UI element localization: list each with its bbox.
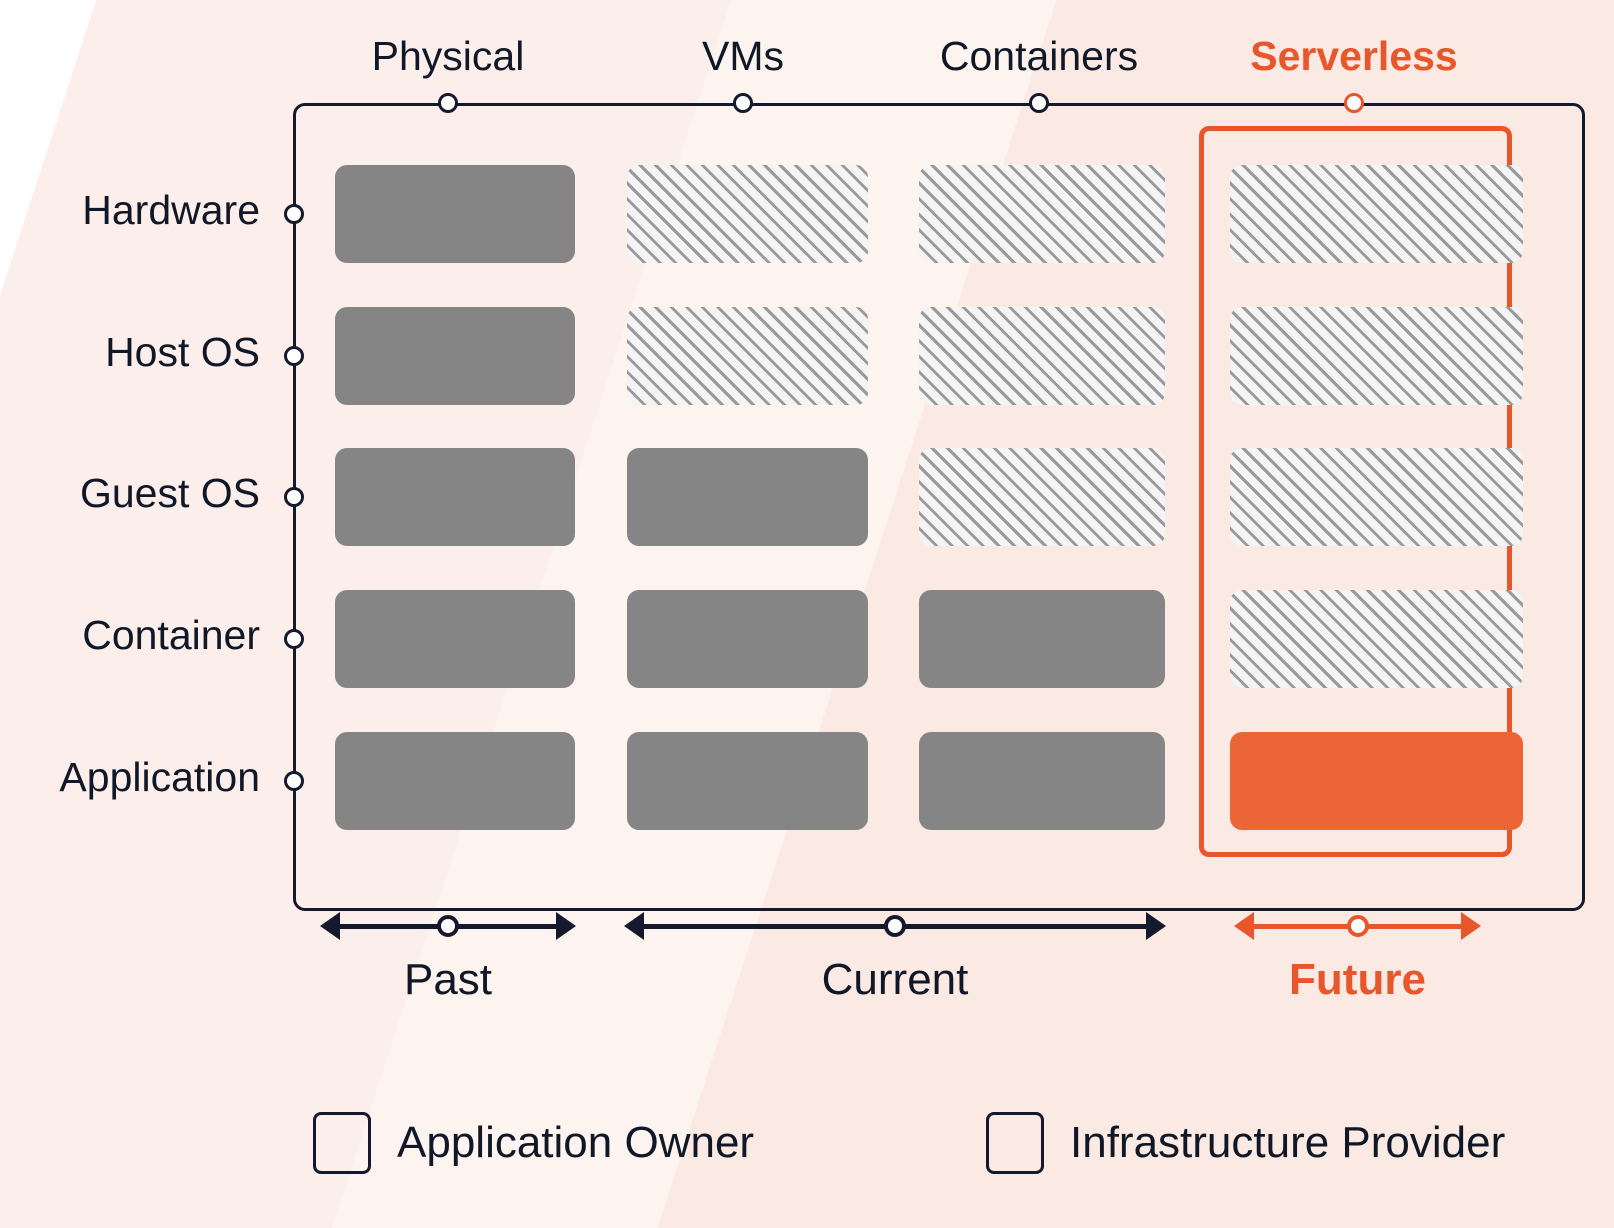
row-label-container[interactable]: Container xyxy=(82,612,260,658)
row-label-hardware[interactable]: Hardware xyxy=(82,187,260,233)
row-label-host-os[interactable]: Host OS xyxy=(105,329,260,375)
arrow-head-left-icon xyxy=(624,912,644,940)
node-marker-column xyxy=(733,93,753,113)
matrix-cell-guest-os-physical[interactable] xyxy=(335,448,575,546)
matrix-cell-application-vms[interactable] xyxy=(627,732,868,830)
timeline-arrow-current xyxy=(624,906,1166,946)
legend-label: Infrastructure Provider xyxy=(1070,1118,1506,1167)
matrix-cell-host-os-physical[interactable] xyxy=(335,307,575,405)
matrix-frame xyxy=(293,103,1585,911)
row-label-application[interactable]: Application xyxy=(59,754,260,800)
node-marker-column xyxy=(438,93,458,113)
matrix-cell-hardware-vms[interactable] xyxy=(627,165,868,263)
node-marker-column xyxy=(1029,93,1049,113)
timeline-arrow-past xyxy=(320,906,576,946)
node-marker-row xyxy=(284,771,304,791)
row-label-guest-os[interactable]: Guest OS xyxy=(79,470,260,516)
column-header-serverless[interactable]: Serverless xyxy=(1250,33,1458,79)
matrix-cell-container-serverless[interactable] xyxy=(1230,590,1523,688)
matrix-cell-application-serverless[interactable] xyxy=(1230,732,1523,830)
matrix-cell-guest-os-containers[interactable] xyxy=(919,448,1165,546)
timeline-label-past[interactable]: Past xyxy=(403,955,493,1004)
matrix-cell-host-os-vms[interactable] xyxy=(627,307,868,405)
column-header-physical[interactable]: Physical xyxy=(371,33,525,79)
arrow-head-right-icon xyxy=(1146,912,1166,940)
timeline-arrow-future xyxy=(1234,906,1481,946)
matrix-cell-host-os-containers[interactable] xyxy=(919,307,1165,405)
timeline-node-marker xyxy=(437,915,459,937)
legend-item-owner[interactable]: Application Owner xyxy=(313,1112,754,1174)
matrix-cell-container-containers[interactable] xyxy=(919,590,1165,688)
column-header-vms[interactable]: VMs xyxy=(702,33,784,79)
arrow-head-left-icon xyxy=(1234,912,1254,940)
matrix-cell-guest-os-serverless[interactable] xyxy=(1230,448,1523,546)
column-header-containers[interactable]: Containers xyxy=(939,33,1139,79)
legend-item-infra[interactable]: Infrastructure Provider xyxy=(986,1112,1505,1174)
matrix-cell-container-physical[interactable] xyxy=(335,590,575,688)
arrow-head-right-icon xyxy=(556,912,576,940)
matrix-cell-guest-os-vms[interactable] xyxy=(627,448,868,546)
timeline-node-marker xyxy=(884,915,906,937)
node-marker-row xyxy=(284,204,304,224)
arrow-head-right-icon xyxy=(1461,912,1481,940)
matrix-cell-hardware-serverless[interactable] xyxy=(1230,165,1523,263)
node-marker-column xyxy=(1344,93,1364,113)
matrix-cell-application-containers[interactable] xyxy=(919,732,1165,830)
node-marker-row xyxy=(284,346,304,366)
matrix-cell-hardware-containers[interactable] xyxy=(919,165,1165,263)
node-marker-row xyxy=(284,487,304,507)
timeline-node-marker xyxy=(1346,915,1369,937)
matrix-cell-application-physical[interactable] xyxy=(335,732,575,830)
legend-label: Application Owner xyxy=(397,1118,755,1167)
legend-swatch-infra-icon xyxy=(986,1112,1044,1174)
matrix-cell-container-vms[interactable] xyxy=(627,590,868,688)
matrix-cell-hardware-physical[interactable] xyxy=(335,165,575,263)
timeline-label-current[interactable]: Current xyxy=(821,955,969,1004)
matrix-cell-host-os-serverless[interactable] xyxy=(1230,307,1523,405)
legend-swatch-owner-icon xyxy=(313,1112,371,1174)
arrow-head-left-icon xyxy=(320,912,340,940)
node-marker-row xyxy=(284,629,304,649)
timeline-label-future[interactable]: Future xyxy=(1289,955,1426,1004)
